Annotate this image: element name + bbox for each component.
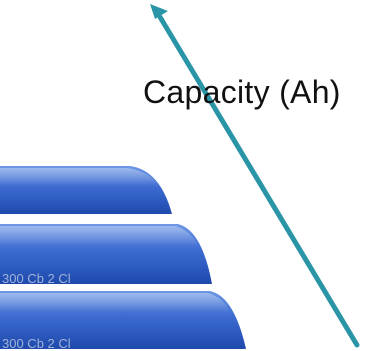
- bar-middle-label: 300 Cb 2 Cl: [2, 271, 71, 286]
- bar-middle: [0, 224, 212, 284]
- bar-bottom: [0, 291, 246, 349]
- bar-bottom-label: 300 Cb 2 Cl: [2, 336, 71, 351]
- bar-top: [0, 166, 172, 214]
- up-arrow-icon: [150, 4, 360, 348]
- capacity-axis-label: Capacity (Ah): [143, 74, 341, 110]
